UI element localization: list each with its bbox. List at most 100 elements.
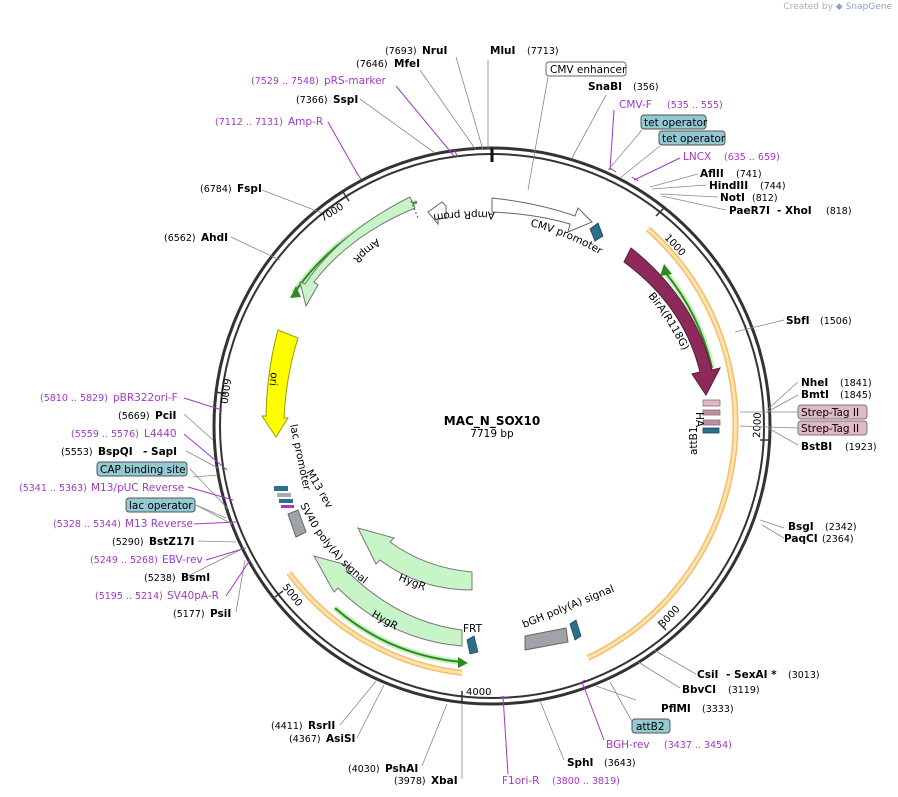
- enzyme-nrui-pos: (7693): [385, 46, 417, 57]
- enzyme-sphi-pos: (3643): [604, 758, 636, 769]
- attb1-block: [702, 427, 720, 434]
- callout-lines: [183, 56, 799, 779]
- plasmid-length: 7719 bp: [470, 428, 514, 440]
- primer-cmvf-pos: (535 .. 555): [667, 100, 723, 111]
- primer-pbr322-pos: (5810 .. 5829): [40, 393, 108, 404]
- callout-tet-op-1: [607, 129, 643, 171]
- primer-lncx: LNCX: [683, 151, 711, 163]
- enzyme-xbai: XbaI: [431, 775, 458, 787]
- callout-nrui: [455, 56, 484, 151]
- primer-m13puc: M13/pUC Reverse: [91, 482, 184, 494]
- callout-psii: [235, 559, 246, 613]
- callout-snabi: [571, 94, 607, 159]
- callout-bstbi: [767, 427, 799, 446]
- enzyme-aflii: AflII: [700, 168, 724, 180]
- enzyme-paqci-pos: (2364): [822, 534, 854, 545]
- lac-operator-block: [279, 499, 293, 503]
- primer-line-ebv: [205, 547, 247, 561]
- enzyme-bsgi: BsgI: [788, 521, 814, 533]
- enzyme-nrui: NruI: [422, 45, 447, 57]
- tick-label: 4000: [466, 687, 491, 698]
- tick-mark: [655, 206, 666, 217]
- primer-sv40: SV40pA-R: [167, 590, 219, 602]
- enzyme-fspi-pos: (6784): [200, 184, 232, 195]
- enzyme-pshai: PshAI: [385, 763, 418, 775]
- primer-line-pbr322: [183, 397, 223, 411]
- callout-lac-box: [195, 504, 227, 519]
- enzyme-xbai-pos: (3978): [394, 776, 426, 787]
- enzyme-paer7i-pos: (818): [826, 206, 852, 217]
- enzyme-psii: PsiI: [210, 608, 231, 620]
- enzyme-mfei-pos: (7646): [356, 59, 388, 70]
- orf-line-hygr: [334, 607, 463, 663]
- enzyme-asisi-pos: (4367): [289, 734, 321, 745]
- ori-label: ori: [267, 372, 280, 387]
- primer-pbr322: pBR322ori-F: [113, 392, 178, 404]
- primer-line-f1ori: [502, 695, 509, 775]
- lac-promoter-block: [277, 493, 291, 497]
- frt-label: FRT: [463, 623, 483, 635]
- enzyme-csii-pos: (3013): [788, 670, 820, 681]
- orf-arrow-hygr: [458, 657, 468, 668]
- enzyme-nhei: NheI: [801, 377, 828, 389]
- callout-lacop: [195, 504, 233, 525]
- enzyme-snabi-pos: (356): [633, 82, 659, 93]
- cap-site-block: [274, 486, 288, 491]
- enzyme-paqci: PaqCI: [784, 533, 818, 545]
- enzyme-sspi: SspI: [333, 94, 358, 106]
- primer-l4440: L4440: [144, 428, 177, 440]
- callout-asisi: [356, 684, 385, 739]
- bgh-polya-label: bGH poly(A) signal: [521, 583, 616, 631]
- enzyme-pcii: PciI: [155, 410, 176, 422]
- primer-m13rev-pos: (5328 .. 5344): [53, 519, 121, 530]
- primer-l4440-pos: (5559 .. 5576): [71, 429, 139, 440]
- callout-csii: [653, 649, 697, 675]
- enzyme-asisi: AsiSI: [326, 733, 355, 745]
- primer-ebv-pos: (5249 .. 5268): [90, 555, 158, 566]
- callout-noti: [659, 193, 719, 198]
- primer-ebv: EBV-rev: [162, 554, 203, 566]
- orf-arrow-ampr: [290, 286, 301, 298]
- tick-mark: [657, 621, 667, 631]
- primer-bgh-pos: (3437 .. 3454): [664, 740, 732, 751]
- box-attb2-text: attB2: [636, 721, 665, 733]
- enzyme-ahdi-pos: (6562): [164, 233, 196, 244]
- attb1-label: attB1: [688, 426, 700, 455]
- enzyme-bmti-pos: (1845): [840, 390, 872, 401]
- box-cmv-enhancer: [545, 61, 627, 77]
- enzyme-ahdi: AhdI: [201, 232, 228, 244]
- primer-mark-bgh: [579, 679, 586, 684]
- box-tet-operator-2-text: tet operator: [662, 133, 726, 145]
- enzyme-bmti: BmtI: [801, 389, 829, 401]
- enzyme-nhei-pos: (1841): [840, 378, 872, 389]
- enzyme-bspqi: BspQI: [98, 446, 133, 458]
- callout-cap: [189, 468, 230, 511]
- primer-ampr-pos: (7112 .. 7131): [215, 117, 283, 128]
- callout-aflii: [649, 173, 699, 188]
- callout-strep-2: [739, 425, 799, 429]
- tick-mark: [274, 590, 284, 598]
- callout-xhoi: [661, 195, 727, 211]
- enzyme-pflmi: PflMI: [661, 703, 691, 715]
- box-tet-operator-1: [640, 114, 707, 130]
- attb2-marker: [569, 619, 582, 641]
- primer-bgh: BGH-rev: [606, 739, 650, 751]
- callout-hindiii: [651, 184, 707, 190]
- primer-line-sv40: [225, 559, 251, 597]
- callout-sphi: [539, 700, 565, 761]
- callout-attb2: [609, 681, 635, 726]
- primer-line-bgh: [581, 681, 605, 741]
- primer-line-ampr: [327, 121, 359, 176]
- callout-bsmi: [185, 549, 241, 578]
- orf-bands: [286, 226, 739, 676]
- primer-line-m13puc: [187, 486, 234, 501]
- enzyme-pcii-pos: (5669): [118, 411, 150, 422]
- callout-cap-box: [192, 474, 219, 478]
- backbone: [212, 146, 772, 706]
- box-cap-site-text: CAP binding site: [100, 464, 186, 476]
- enzyme-xhoi: - XhoI: [777, 205, 812, 217]
- enzyme-pshai-pos: (4030): [348, 764, 380, 775]
- callout-bmti: [766, 394, 799, 413]
- primer-f1ori: F1ori-R: [502, 775, 539, 787]
